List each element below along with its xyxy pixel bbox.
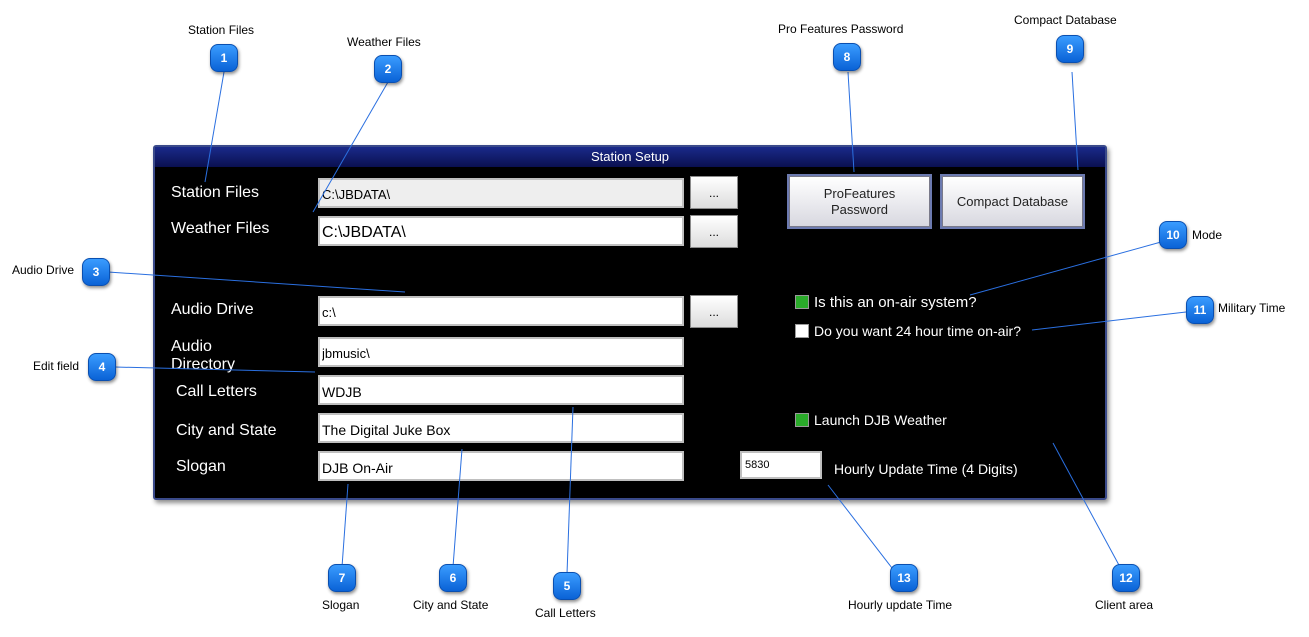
annotation-label-slogan: Slogan [322, 598, 360, 612]
audio-directory-label-line1: Audio [171, 338, 212, 355]
annotation-label-station-files: Station Files [188, 23, 255, 37]
annotation-label-mode: Mode [1192, 228, 1223, 242]
pro-features-password-button[interactable]: ProFeatures Password [787, 174, 932, 229]
callout-badge-12: 12 [1112, 564, 1140, 592]
call-letters-label: Call Letters [176, 383, 257, 400]
annotation-label-audio-drive: Audio Drive [12, 263, 75, 277]
annotation-label-pro-features: Pro Features Password [778, 22, 904, 36]
callout-badge-9: 9 [1056, 35, 1084, 63]
callout-badge-1: 1 [210, 44, 238, 72]
hourly-update-input[interactable] [740, 451, 822, 479]
annotation-label-edit-field: Edit field [33, 359, 80, 373]
station-files-browse-button[interactable]: ... [690, 176, 738, 209]
annotation-label-city-state: City and State [413, 598, 489, 612]
hourly-update-label: Hourly Update Time (4 Digits) [834, 461, 1018, 477]
callout-badge-11: 11 [1186, 296, 1214, 324]
on-air-system-checkbox[interactable] [795, 295, 809, 309]
callout-badge-10: 10 [1159, 221, 1187, 249]
annotation-label-compact-db: Compact Database [1014, 13, 1117, 27]
launch-weather-label: Launch DJB Weather [814, 412, 947, 428]
callout-badge-4: 4 [88, 353, 116, 381]
audio-drive-input[interactable] [318, 296, 684, 326]
city-state-label: City and State [176, 422, 277, 439]
call-letters-input[interactable] [318, 375, 684, 405]
pro-features-button-line2: Password [830, 201, 889, 217]
title-bar: Station Setup [155, 147, 1105, 167]
annotation-label-client-area: Client area [1095, 598, 1154, 612]
city-state-input[interactable] [318, 413, 684, 443]
launch-weather-checkbox[interactable] [795, 413, 809, 427]
callout-badge-3: 3 [82, 258, 110, 286]
annotation-label-weather-files: Weather Files [347, 35, 421, 49]
on-air-system-label: Is this an on-air system? [814, 294, 977, 311]
annotation-label-hourly-update: Hourly update Time [848, 598, 953, 612]
slogan-label: Slogan [176, 458, 226, 475]
hour24-checkbox[interactable] [795, 324, 809, 338]
audio-drive-label: Audio Drive [171, 301, 254, 318]
weather-files-input[interactable] [318, 216, 684, 246]
audio-directory-label-line2: Directory [171, 356, 236, 373]
callout-badge-6: 6 [439, 564, 467, 592]
slogan-input[interactable] [318, 451, 684, 481]
callout-badge-5: 5 [553, 572, 581, 600]
callout-badge-8: 8 [833, 43, 861, 71]
hour24-label: Do you want 24 hour time on-air? [814, 323, 1021, 339]
weather-files-label: Weather Files [171, 220, 270, 237]
pro-features-button-line1: ProFeatures [823, 185, 896, 201]
window-title: Station Setup [590, 149, 670, 164]
annotation-label-military-time: Military Time [1218, 301, 1286, 315]
callout-badge-13: 13 [890, 564, 918, 592]
audio-directory-input[interactable] [318, 337, 684, 367]
weather-files-browse-button[interactable]: ... [690, 215, 738, 248]
compact-database-button[interactable]: Compact Database [940, 174, 1085, 229]
callout-badge-7: 7 [328, 564, 356, 592]
audio-drive-browse-button[interactable]: ... [690, 295, 738, 328]
audio-directory-label: Audio Directory [171, 338, 235, 374]
station-files-label: Station Files [171, 184, 260, 201]
callout-badge-2: 2 [374, 55, 402, 83]
station-files-input[interactable] [318, 178, 684, 208]
annotation-label-call-letters: Call Letters [535, 606, 596, 620]
